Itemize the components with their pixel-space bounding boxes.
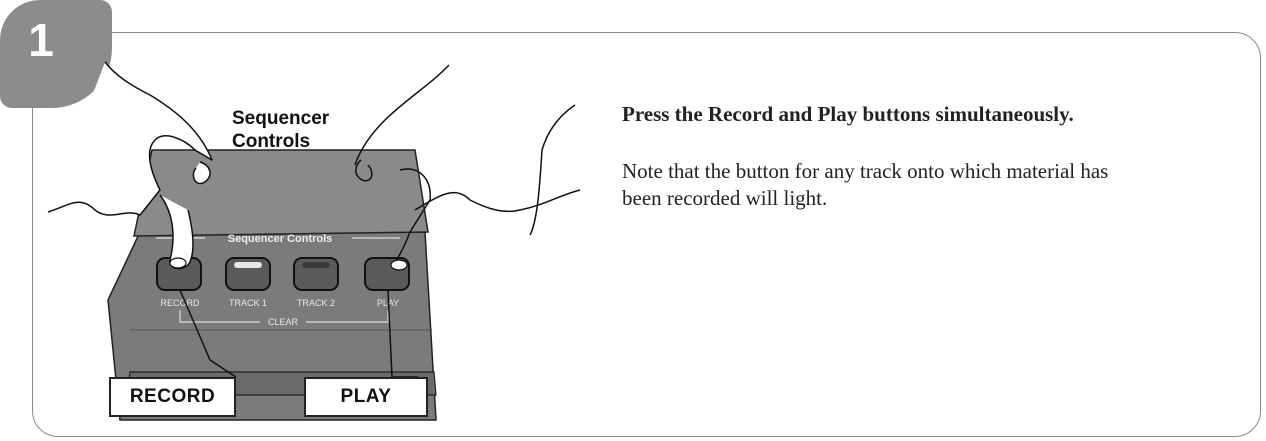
button-label-track-2: TRACK 2 [297, 298, 335, 308]
sequencer-controls-heading: Sequencer Controls [232, 107, 382, 153]
left-fingernail [170, 258, 186, 268]
record-callout-tag: RECORD [109, 377, 236, 417]
right-fingernail [391, 260, 407, 270]
instruction-title: Press the Record and Play buttons simult… [622, 102, 1252, 127]
clear-label: CLEAR [268, 317, 299, 327]
instructions: Press the Record and Play buttons simult… [622, 102, 1252, 212]
button-label-record: RECORD [160, 298, 200, 308]
play-callout-tag: PLAY [304, 377, 428, 417]
panel-label: Sequencer Controls [228, 233, 333, 245]
hardware-button-track-2 [294, 258, 338, 290]
button-label-track-1: TRACK 1 [229, 298, 267, 308]
hardware-button-track-1 [226, 258, 270, 290]
instruction-body: Note that the button for any track onto … [622, 158, 1142, 212]
